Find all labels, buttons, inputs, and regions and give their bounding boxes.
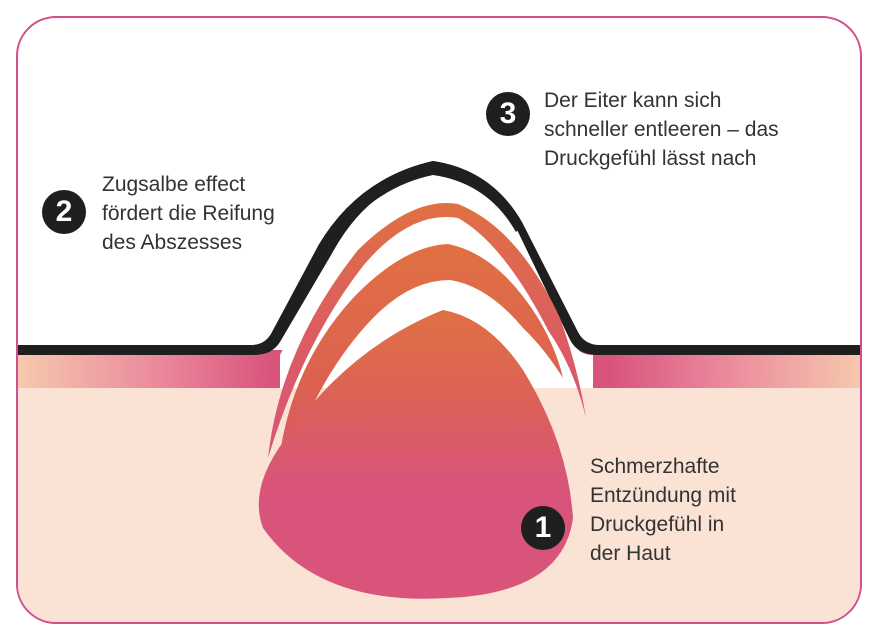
callout-1-text: Schmerzhafte Entzündung mit Druckgefühl … (590, 452, 736, 568)
callout-3-line: schneller entleeren – das (544, 118, 779, 141)
step-badge-1: 1 (521, 506, 565, 550)
callout-3-line: Druckgefühl lässt nach (544, 147, 757, 170)
diagram-frame: 2 Zugsalbe effect fördert die Reifung de… (16, 16, 862, 624)
step-badge-3: 3 (486, 92, 530, 136)
abscess-illustration (18, 161, 860, 622)
callout-2-line: des Abszesses (102, 231, 243, 254)
callout-2-text: Zugsalbe effect fördert die Reifung des … (102, 170, 275, 257)
callout-3-line: Der Eiter kann sich (544, 89, 722, 112)
callout-1-line: der Haut (590, 542, 671, 565)
callout-1-line: Druckgefühl in (590, 513, 725, 536)
middle-arc (276, 244, 563, 496)
step-badge-2: 2 (42, 190, 86, 234)
outer-arc (268, 202, 586, 458)
callout-3-text: Der Eiter kann sich schneller entleeren … (544, 86, 779, 173)
dome-cap (318, 161, 523, 250)
callout-1-line: Schmerzhafte (590, 455, 720, 478)
callout-2-line: Zugsalbe effect (102, 173, 246, 196)
abscess-body (258, 310, 573, 599)
callout-1-line: Entzündung mit (590, 484, 736, 507)
callout-2-line: fördert die Reifung (102, 202, 275, 225)
